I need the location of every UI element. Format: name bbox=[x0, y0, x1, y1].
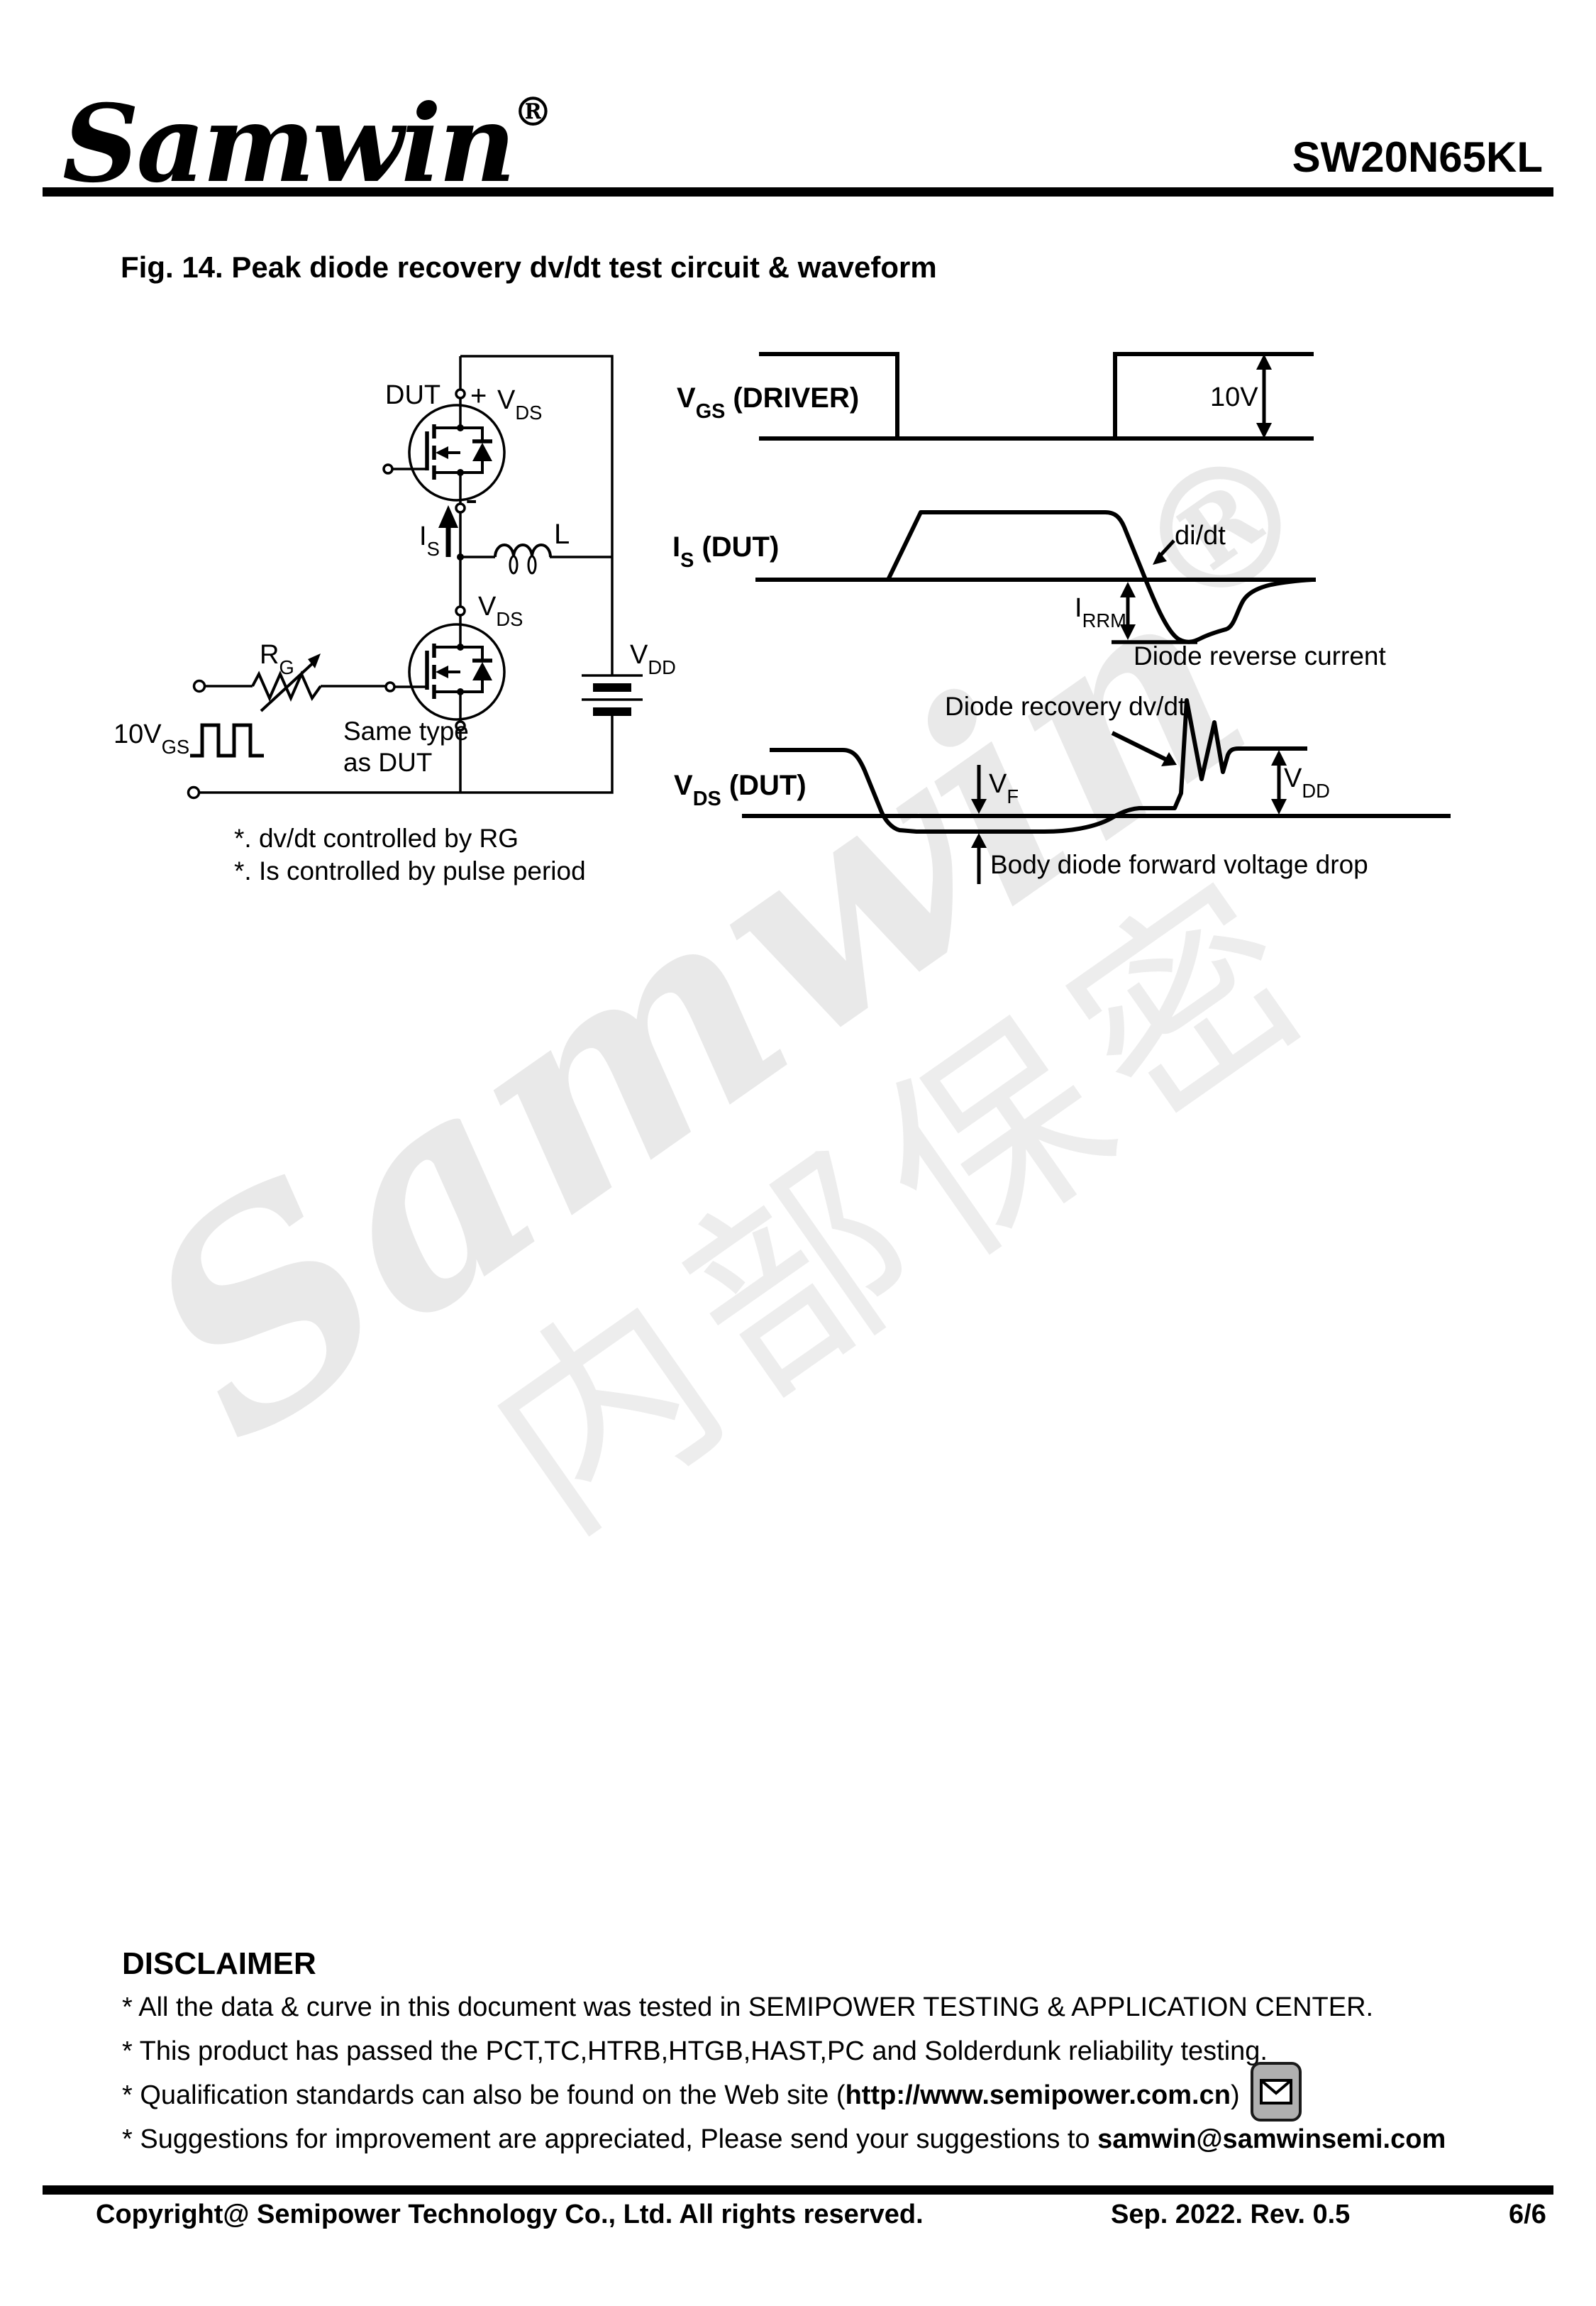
minus-sign: - bbox=[465, 479, 478, 520]
mosfet-driver-body bbox=[408, 623, 506, 721]
disclaimer-line-3-text: * Qualification standards can also be fo… bbox=[122, 2080, 846, 2110]
mosfet-dut-body bbox=[408, 404, 506, 502]
vgs-10v-source-label: 10VGS bbox=[113, 719, 190, 758]
website-link[interactable]: http://www.semipower.com.cn bbox=[845, 2080, 1231, 2110]
vgs-waveform-label: VGS (DRIVER) bbox=[677, 382, 860, 424]
header-divider bbox=[43, 187, 1553, 197]
vgs-10v-arrowheads bbox=[1256, 354, 1272, 438]
vgs-waveform bbox=[759, 352, 1314, 441]
disclaimer-heading: DISCLAIMER bbox=[122, 1946, 316, 1981]
battery-plate-thick bbox=[593, 683, 631, 692]
diode-reverse-current-label: Diode reverse current bbox=[1134, 641, 1386, 671]
circuit-note-1: *. dv/dt controlled by RG bbox=[234, 824, 519, 853]
is-waveform bbox=[755, 510, 1316, 644]
disclaimer-line-4-text: * Suggestions for improvement are apprec… bbox=[122, 2124, 1098, 2154]
vdd-waveform-label: VDD bbox=[1284, 763, 1330, 802]
terminal-nodes bbox=[187, 388, 466, 800]
inductor-coil bbox=[494, 544, 552, 575]
part-number: SW20N65KL bbox=[1292, 133, 1543, 181]
circuit-note-2: *. Is controlled by pulse period bbox=[234, 856, 586, 886]
envelope-glyph bbox=[1260, 2079, 1292, 2104]
dut-label: DUT bbox=[385, 380, 441, 410]
brand-logo-text: Samwin bbox=[62, 82, 516, 206]
body-diode-label: Body diode forward voltage drop bbox=[990, 850, 1368, 879]
vds-annotation-arrowheads bbox=[971, 750, 1287, 848]
rg-label: RG bbox=[260, 640, 294, 678]
disclaimer-line-4: * Suggestions for improvement are apprec… bbox=[122, 2126, 1446, 2153]
disclaimer-line-2: * This product has passed the PCT,TC,HTR… bbox=[122, 2036, 1268, 2066]
email-link[interactable]: samwin@samwinsemi.com bbox=[1097, 2124, 1446, 2154]
disclaimer-line-1: * All the data & curve in this document … bbox=[122, 1992, 1374, 2022]
diode-recovery-label: Diode recovery dv/dt bbox=[945, 692, 1186, 721]
registered-mark-icon: ® bbox=[513, 89, 553, 136]
email-icon[interactable] bbox=[1251, 2062, 1302, 2122]
ten-volt-label: 10V bbox=[1210, 382, 1258, 412]
is-waveform-label: IS (DUT) bbox=[672, 531, 780, 573]
footer-revision: Sep. 2022. Rev. 0.5 bbox=[1111, 2200, 1351, 2229]
is-annotation-arrowheads bbox=[1120, 551, 1167, 640]
footer-copyright: Copyright@ Semipower Technology Co., Ltd… bbox=[96, 2200, 924, 2229]
rg-resistor bbox=[251, 671, 322, 702]
vds-mid-label: VDS bbox=[478, 592, 523, 630]
same-type-label-1: Same type bbox=[343, 717, 469, 746]
is-current-arrowhead bbox=[438, 505, 458, 528]
vdd-battery-label: VDD bbox=[630, 640, 676, 678]
variable-resistor-arrow bbox=[260, 658, 318, 712]
didt-label: di/dt bbox=[1175, 521, 1226, 551]
footer-divider bbox=[43, 2185, 1553, 2195]
vds-top-label: VDS bbox=[497, 385, 543, 424]
vf-label: VF bbox=[989, 769, 1019, 807]
plus-sign: + bbox=[470, 380, 487, 412]
gate-pulse-symbol bbox=[190, 723, 264, 758]
footer-page-number: 6/6 bbox=[1509, 2200, 1546, 2229]
rg-arrowhead bbox=[308, 653, 321, 668]
vds-waveform-label: VDS (DUT) bbox=[674, 770, 807, 811]
battery-plate-thick bbox=[593, 707, 631, 716]
figure-title: Fig. 14. Peak diode recovery dv/dt test … bbox=[121, 250, 937, 284]
junction-dots bbox=[308, 424, 492, 695]
inductor-label: L bbox=[554, 519, 570, 550]
same-type-label-2: as DUT bbox=[343, 748, 433, 777]
disclaimer-line-3: * Qualification standards can also be fo… bbox=[122, 2080, 1240, 2110]
is-current-label: IS bbox=[419, 522, 440, 560]
brand-logo: Samwin® bbox=[62, 91, 553, 197]
circuit-schematic bbox=[199, 355, 643, 794]
irrm-label: IRRM bbox=[1075, 593, 1126, 631]
